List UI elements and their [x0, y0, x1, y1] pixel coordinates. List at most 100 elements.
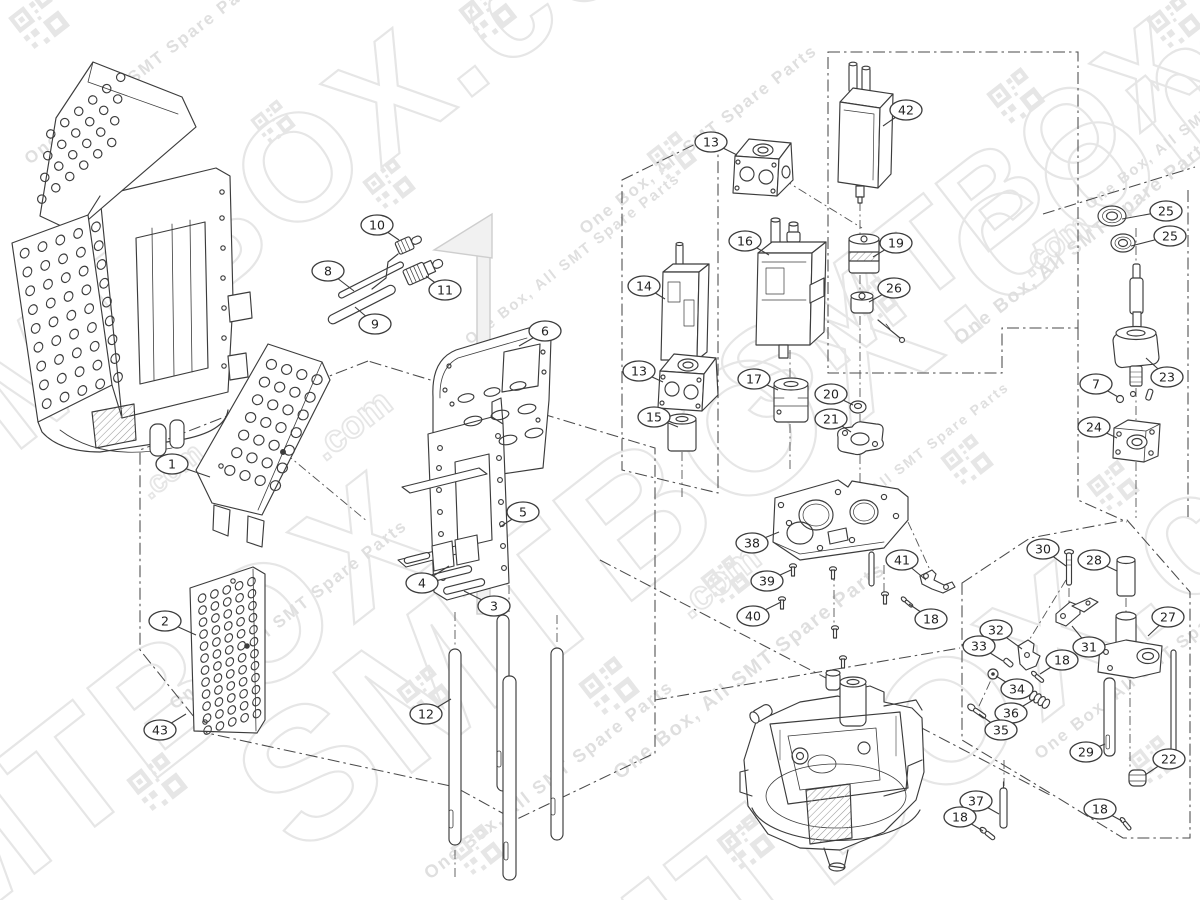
part-19-damper — [848, 233, 880, 274]
cover-hole-grid — [36, 72, 126, 204]
callout-bubble — [428, 279, 462, 301]
callout-33: 33 — [962, 635, 1004, 662]
callout-32: 32 — [979, 619, 1023, 650]
bottom-pins — [979, 781, 1132, 841]
part-11-sensor — [402, 258, 444, 286]
long-pin — [1170, 649, 1177, 763]
callout-number: 38 — [744, 535, 760, 550]
callout-bubble — [735, 532, 769, 554]
part-21-gasket — [837, 421, 884, 456]
part-26-nut — [850, 291, 906, 344]
callout-31: 31 — [1071, 625, 1106, 658]
callout-bubble — [1150, 366, 1184, 388]
callout-number: 31 — [1081, 639, 1097, 654]
callout-number: 25 — [1158, 203, 1174, 218]
callout-bubble — [1026, 538, 1060, 560]
callout-6: 6 — [518, 320, 562, 347]
part-23-shaft-assembly — [1097, 205, 1161, 463]
callout-number: 43 — [152, 722, 168, 737]
part-36-spring — [1028, 690, 1051, 709]
callout-bubble — [1077, 549, 1111, 571]
callout-bubble — [889, 99, 923, 121]
callout-bubble — [627, 275, 661, 297]
callout-number: 24 — [1086, 419, 1102, 434]
callout-17: 17 — [737, 368, 779, 391]
callout-37: 37 — [959, 790, 1000, 815]
screw-18c — [979, 826, 996, 841]
callout-bubble — [155, 453, 189, 475]
callout-number: 2 — [161, 613, 169, 628]
callout-13: 13 — [622, 360, 664, 383]
callout-bubble — [750, 570, 784, 592]
part-41-bracket — [900, 569, 956, 608]
callout-20: 20 — [814, 383, 854, 406]
part-33-pin — [1003, 657, 1014, 668]
callout-number: 15 — [646, 409, 662, 424]
callout-11: 11 — [425, 275, 462, 301]
region-link-line — [1077, 328, 1128, 523]
callout-number: 37 — [968, 793, 984, 808]
callout-bubble — [962, 635, 996, 657]
callout-number: 18 — [952, 809, 968, 824]
callout-number: 29 — [1078, 744, 1094, 759]
callout-bubble — [979, 619, 1013, 641]
callout-bubble — [1069, 741, 1103, 763]
callout-bubble — [311, 260, 345, 282]
callout-bubble — [405, 572, 439, 594]
callout-30: 30 — [1026, 538, 1067, 567]
callout-bubble — [814, 383, 848, 405]
callout-24: 24 — [1077, 416, 1118, 439]
callout-number: 23 — [1159, 369, 1175, 384]
part-17-coupler — [773, 377, 809, 423]
callout-number: 8 — [324, 263, 332, 278]
callout-bubble — [358, 313, 392, 335]
callout-number: 19 — [888, 235, 904, 250]
callout-number: 9 — [371, 316, 379, 331]
part-15-cylinder — [667, 413, 697, 452]
callout-number: 40 — [745, 608, 761, 623]
region-diagonal-line — [599, 559, 1051, 796]
callout-9: 9 — [354, 306, 392, 335]
callout-number: 22 — [1161, 751, 1177, 766]
callout-40: 40 — [736, 601, 782, 627]
callout-bubble — [736, 605, 770, 627]
part-42-ejector — [837, 61, 894, 204]
part-20-washer — [849, 400, 867, 414]
callout-18: 18 — [1083, 798, 1123, 822]
callout-bubble — [1077, 416, 1111, 438]
callout-bubble — [877, 277, 911, 299]
part-29-rod — [1103, 677, 1116, 757]
callout-38: 38 — [735, 531, 780, 554]
callout-number: 27 — [1160, 609, 1176, 624]
callout-bubble — [148, 610, 182, 632]
callout-5: 5 — [499, 501, 540, 528]
part-14-valve — [660, 241, 710, 380]
part-27-holder — [1097, 611, 1163, 679]
callout-bubble — [728, 230, 762, 252]
callout-27: 27 — [1147, 606, 1185, 637]
callout-1: 1 — [155, 453, 211, 478]
panel-hole-grid — [19, 221, 123, 410]
callout-bubble — [143, 719, 177, 741]
callout-number: 13 — [631, 363, 647, 378]
callout-14: 14 — [627, 275, 666, 300]
plate2-hole-grid — [197, 576, 262, 735]
callout-bubble — [528, 320, 562, 342]
callout-bubble — [879, 232, 913, 254]
rotary-head-body — [739, 669, 925, 872]
callout-number: 39 — [759, 573, 775, 588]
callout-18: 18 — [1039, 649, 1079, 675]
callout-bubble — [1149, 200, 1183, 222]
callout-number: 18 — [1054, 652, 1070, 667]
callout-bubble — [885, 549, 919, 571]
callout-41: 41 — [885, 549, 927, 581]
callout-number: 13 — [703, 134, 719, 149]
callout-bubble — [1151, 606, 1185, 628]
callout-number: 35 — [993, 722, 1009, 737]
callout-number: 34 — [1009, 681, 1025, 696]
callout-number: 14 — [636, 278, 652, 293]
region-hexagon-boundary — [961, 519, 1191, 839]
part-22-nut — [1128, 769, 1147, 787]
callout-number: 1 — [168, 456, 176, 471]
